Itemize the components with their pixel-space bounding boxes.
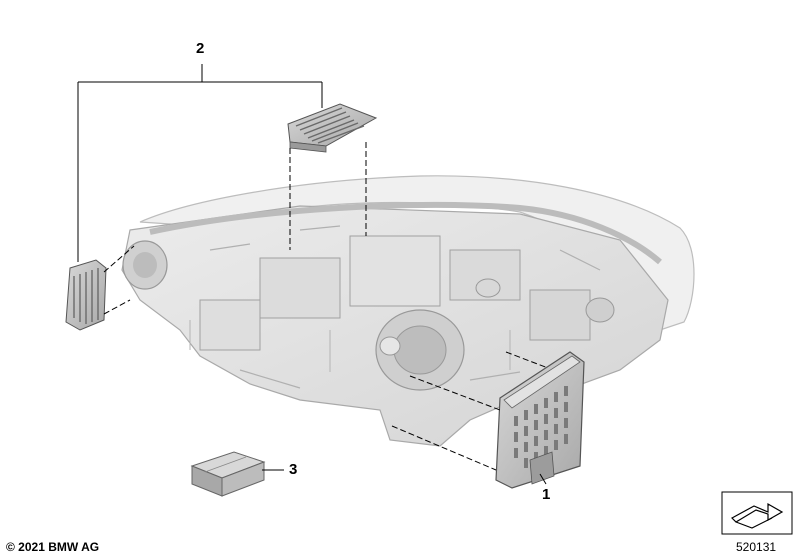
callout-part-1[interactable]: 1 bbox=[542, 486, 551, 503]
callout-part-2[interactable]: 2 bbox=[196, 40, 205, 57]
repair-kit-box-icon bbox=[190, 451, 266, 497]
control-unit-side-icon bbox=[65, 259, 107, 331]
control-unit-top-icon bbox=[287, 103, 378, 153]
led-driver-module-icon bbox=[495, 351, 585, 489]
callout-part-3[interactable]: 3 bbox=[289, 461, 298, 478]
copyright-text: © 2021 BMW AG bbox=[6, 540, 100, 554]
headlight-housing-icon bbox=[121, 175, 695, 447]
navigation-arrow-icon[interactable] bbox=[721, 491, 793, 535]
diagram-number: 520131 bbox=[736, 540, 777, 554]
leader-lines bbox=[77, 64, 549, 485]
